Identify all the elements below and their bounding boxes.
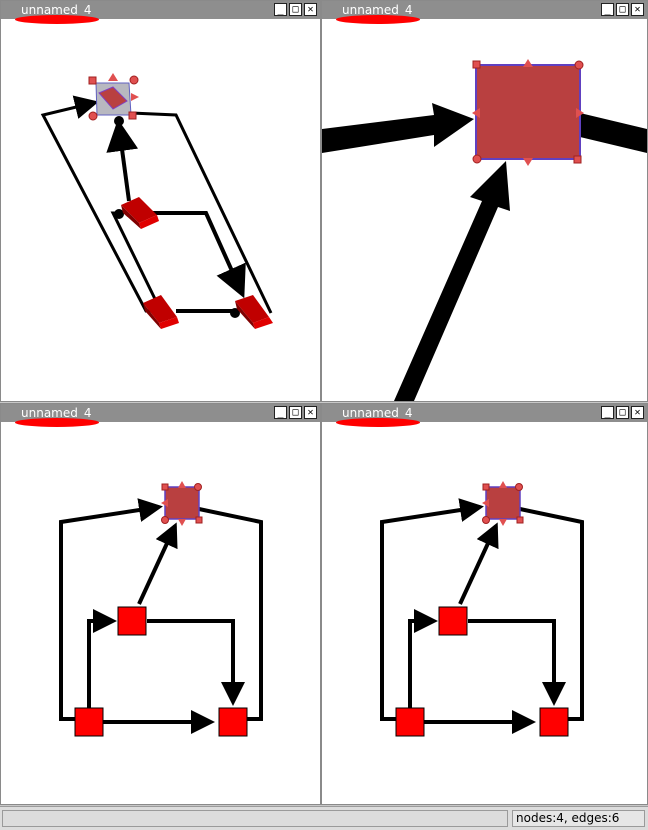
minimize-button[interactable]: _ xyxy=(601,406,614,419)
node[interactable] xyxy=(218,707,248,737)
minimize-button[interactable]: _ xyxy=(601,3,614,16)
edge[interactable] xyxy=(458,522,499,605)
graph-window-top-right[interactable]: unnamed_4 _ □ ✕ xyxy=(321,0,648,402)
window-title: unnamed_4 xyxy=(21,406,92,420)
maximize-button[interactable]: □ xyxy=(616,3,629,16)
edge[interactable] xyxy=(468,619,566,706)
graph-window-bottom-left[interactable]: unnamed_4 _ □ ✕ xyxy=(0,403,321,805)
minimize-button[interactable]: _ xyxy=(274,3,287,16)
edge[interactable] xyxy=(380,498,484,721)
graph-window-bottom-right[interactable]: unnamed_4 _ □ ✕ xyxy=(321,403,648,805)
edge[interactable] xyxy=(151,211,246,299)
node[interactable] xyxy=(121,197,159,229)
graph-canvas[interactable] xyxy=(322,19,647,401)
minimize-button[interactable]: _ xyxy=(274,406,287,419)
status-bar: nodes:4, edges:6 xyxy=(0,806,648,830)
node[interactable] xyxy=(395,707,425,737)
maximize-button[interactable]: □ xyxy=(616,406,629,419)
redaction-mark xyxy=(336,15,420,24)
selected-node[interactable] xyxy=(482,481,524,526)
edge[interactable] xyxy=(106,119,139,202)
window-titlebar[interactable]: unnamed_4 _ □ ✕ xyxy=(1,404,320,422)
redaction-mark xyxy=(336,418,420,427)
edge[interactable] xyxy=(137,522,178,605)
maximize-button[interactable]: □ xyxy=(289,406,302,419)
graph-counts: nodes:4, edges:6 xyxy=(512,810,645,827)
graph-window-top-left[interactable]: unnamed_4 _ □ ✕ xyxy=(0,0,321,402)
window-titlebar[interactable]: unnamed_4 _ □ ✕ xyxy=(322,404,647,422)
node[interactable] xyxy=(235,295,273,329)
window-title: unnamed_4 xyxy=(342,406,413,420)
selected-node[interactable] xyxy=(88,73,139,121)
node[interactable] xyxy=(539,707,569,737)
graph-canvas[interactable] xyxy=(1,19,320,401)
window-title: unnamed_4 xyxy=(21,3,92,17)
edge[interactable] xyxy=(147,619,245,706)
maximize-button[interactable]: □ xyxy=(289,3,302,16)
edge[interactable] xyxy=(59,498,163,721)
redaction-mark xyxy=(15,15,99,24)
graph-canvas[interactable] xyxy=(1,422,320,804)
edge[interactable] xyxy=(87,609,117,708)
window-titlebar[interactable]: unnamed_4 _ □ ✕ xyxy=(1,1,320,19)
close-button[interactable]: ✕ xyxy=(304,3,317,16)
edge[interactable] xyxy=(130,111,273,314)
edge[interactable] xyxy=(394,161,510,401)
close-button[interactable]: ✕ xyxy=(631,406,644,419)
redaction-mark xyxy=(15,418,99,427)
edge[interactable] xyxy=(580,113,647,153)
edge[interactable] xyxy=(198,507,263,721)
close-button[interactable]: ✕ xyxy=(304,406,317,419)
node[interactable] xyxy=(438,606,468,636)
node[interactable] xyxy=(143,295,179,329)
window-title: unnamed_4 xyxy=(342,3,413,17)
close-button[interactable]: ✕ xyxy=(631,3,644,16)
node[interactable] xyxy=(117,606,147,636)
window-titlebar[interactable]: unnamed_4 _ □ ✕ xyxy=(322,1,647,19)
selected-node[interactable] xyxy=(472,59,584,166)
graph-canvas[interactable] xyxy=(322,422,647,804)
selected-node[interactable] xyxy=(161,481,203,526)
edge[interactable] xyxy=(519,507,584,721)
node[interactable] xyxy=(74,707,104,737)
edge[interactable] xyxy=(322,103,474,153)
status-message-area xyxy=(2,810,508,827)
edge[interactable] xyxy=(408,609,438,708)
